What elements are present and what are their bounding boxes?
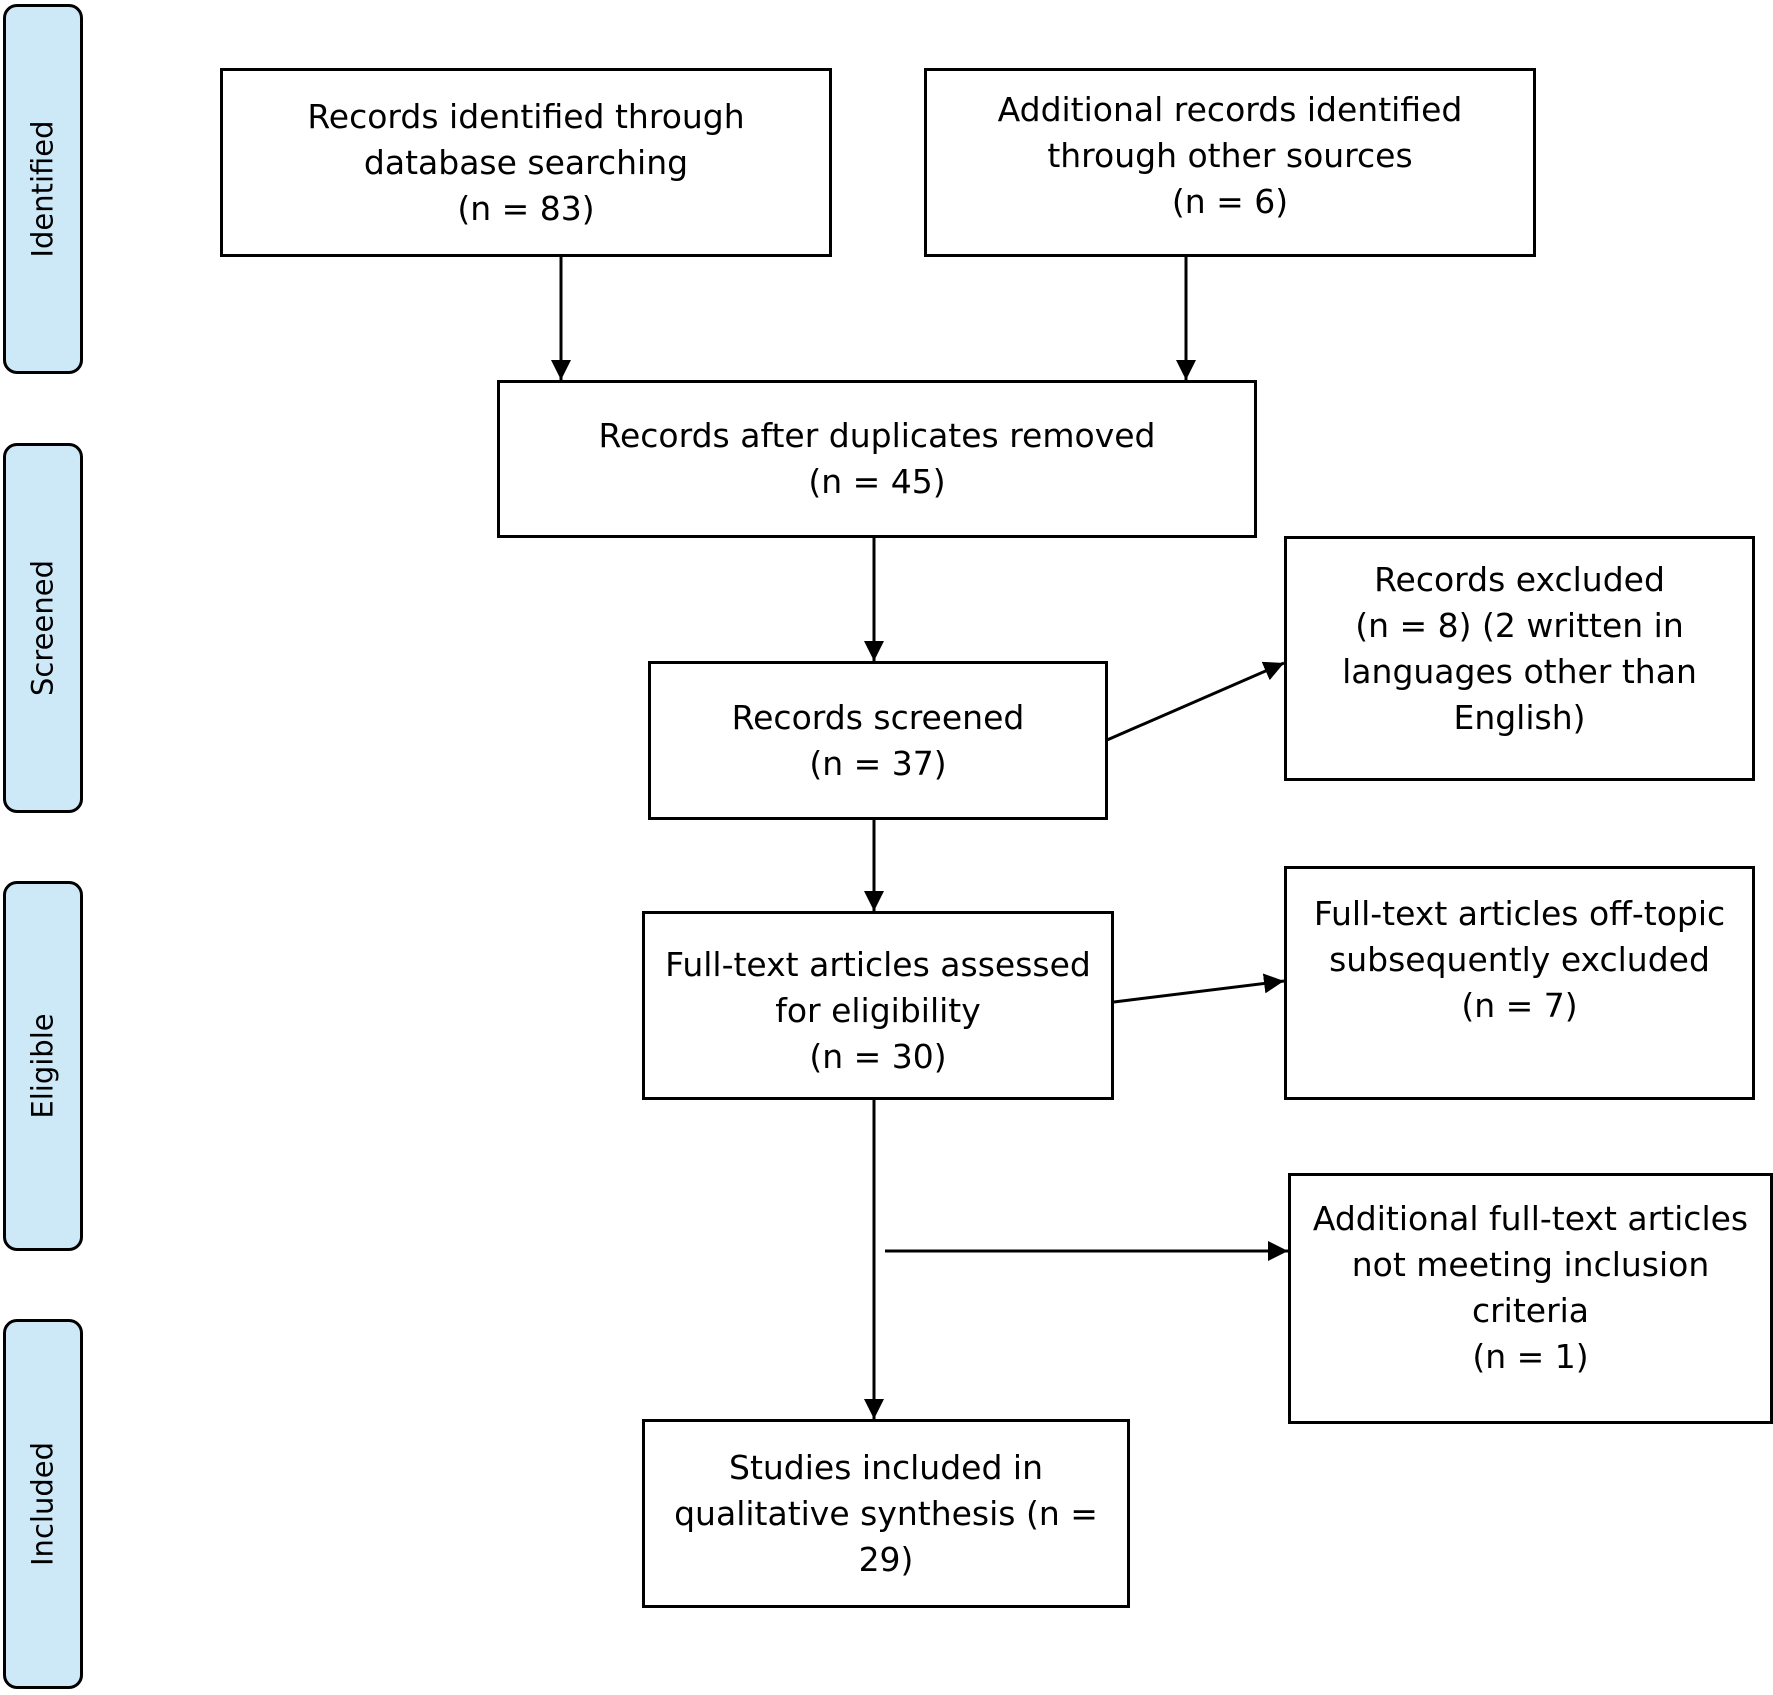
box-studies-included: Studies included in qualitative synthesi…	[642, 1419, 1130, 1608]
box-fulltext-assessed: Full-text articles assessed for eligibil…	[642, 911, 1114, 1100]
box-line: Additional records identified	[997, 90, 1463, 129]
phase-identified: Identified	[3, 4, 83, 374]
box-line: (n = 30)	[809, 1037, 947, 1076]
box-not-meeting-criteria: Additional full-text articles not meetin…	[1288, 1173, 1773, 1424]
box-line: subsequently excluded	[1329, 940, 1710, 979]
box-line: for eligibility	[775, 991, 981, 1030]
arrow-fulltext-to-offtopic	[1113, 973, 1285, 1004]
box-line: (n = 83)	[457, 188, 595, 228]
box-line: not meeting inclusion	[1351, 1245, 1710, 1284]
box-line: Records after duplicates removed	[598, 416, 1156, 455]
box-line: Records excluded	[1374, 560, 1665, 599]
box-line: languages other than	[1342, 652, 1697, 691]
box-line: criteria	[1471, 1291, 1590, 1330]
box-records-screened: Records screened (n = 37)	[648, 661, 1108, 820]
box-records-excluded: Records excluded (n = 8) (2 written in l…	[1284, 536, 1755, 781]
box-line: database searching	[363, 142, 689, 182]
box-line: through other sources	[1047, 136, 1413, 175]
box-line: (n = 7)	[1461, 986, 1578, 1025]
box-line: Studies included in	[729, 1447, 1043, 1487]
phase-included: Included	[3, 1319, 83, 1689]
box-line: (n = 1)	[1472, 1337, 1589, 1376]
box-offtopic-excluded: Full-text articles off-topic subsequentl…	[1284, 866, 1755, 1100]
box-duplicates-removed: Records after duplicates removed (n = 45…	[497, 380, 1257, 538]
box-line: Full-text articles assessed	[665, 945, 1091, 984]
box-line: qualitative synthesis (n =	[674, 1493, 1098, 1533]
box-other-sources: Additional records identified through ot…	[924, 68, 1536, 257]
box-line: English)	[1453, 698, 1586, 737]
box-line: (n = 6)	[1171, 182, 1289, 221]
box-line: Records screened	[731, 697, 1025, 737]
phase-eligible: Eligible	[3, 881, 83, 1251]
box-line: 29)	[858, 1539, 914, 1579]
box-line: Records identified through	[307, 96, 745, 136]
arrow-screened-to-excluded	[1106, 661, 1285, 742]
box-line: Full-text articles off-topic	[1313, 894, 1726, 933]
phase-screened: Screened	[3, 443, 83, 813]
box-line: (n = 37)	[809, 743, 947, 783]
box-line: Additional full-text articles	[1312, 1199, 1749, 1238]
box-line: (n = 45)	[808, 462, 946, 501]
box-line: (n = 8) (2 written in	[1355, 606, 1684, 645]
box-database-search: Records identified through database sear…	[220, 68, 832, 257]
